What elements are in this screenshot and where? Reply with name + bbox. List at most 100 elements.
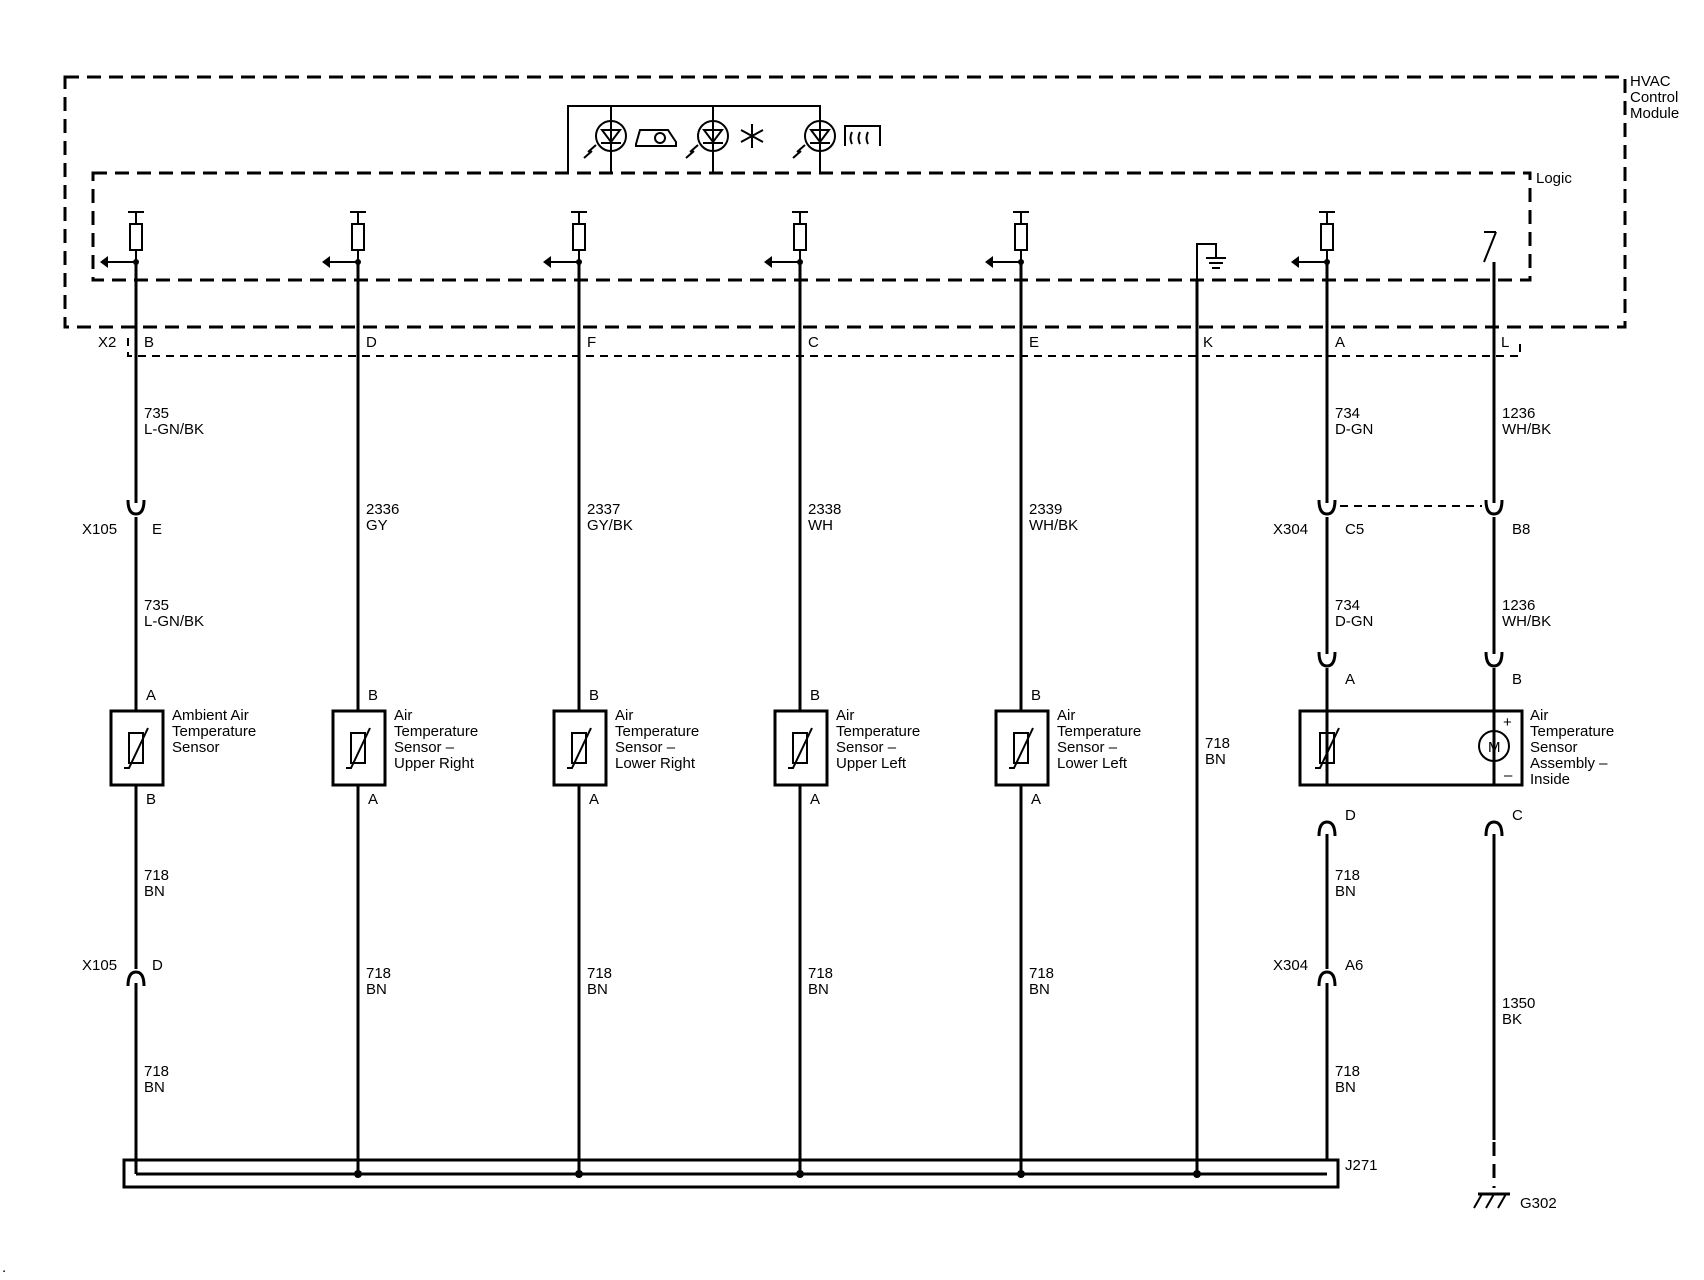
wire-718-lr-num: 718 (587, 965, 612, 982)
ll-sensor-label-4: Lower Left (1057, 755, 1128, 772)
hvac-module-title-line-2: Control (1630, 89, 1678, 106)
ambient-air-temperature-sensor: A B Ambient Air Temperature Sensor (109, 687, 256, 808)
ur-sensor-label-3: Sensor – (394, 739, 455, 756)
lr-sensor-label-1: Air (615, 707, 633, 724)
wire-735-num-upper: 735 (144, 405, 169, 422)
pin-b-label: B (144, 334, 154, 351)
lr-sensor-label-4: Lower Right (615, 755, 696, 772)
ul-sensor-label-1: Air (836, 707, 854, 724)
pullup-d (322, 211, 366, 268)
motor-m-label: M (1488, 739, 1501, 756)
pin-a-label: A (1335, 334, 1345, 351)
x2-connector-strip (127, 338, 1521, 357)
lower-left-temperature-sensor: B A Air Temperature Sensor – Lower Left (994, 687, 1141, 808)
wire-718-ll-color: BN (1029, 981, 1050, 998)
ll-sensor-label-2: Temperature (1057, 723, 1141, 740)
wires (134, 262, 1496, 1188)
wire-718-ll-num: 718 (1029, 965, 1054, 982)
hvac-module-outline (63, 75, 1627, 329)
ground-label: G302 (1520, 1195, 1557, 1212)
wire-718-k-color: BN (1205, 751, 1226, 768)
wire-718-inside-num-2: 718 (1335, 1063, 1360, 1080)
ll-sensor-label-1: Air (1057, 707, 1075, 724)
inside-assembly-label-4: Assembly – (1530, 755, 1608, 772)
ur-sensor-label-1: Air (394, 707, 412, 724)
wire-718-ul-color: BN (808, 981, 829, 998)
recirculation-indicator-icon (635, 129, 677, 147)
pin-l-label: L (1501, 334, 1509, 351)
wire-1350-num: 1350 (1502, 995, 1535, 1012)
x304-lower-name: X304 (1273, 957, 1308, 974)
ur-sensor-top-pin: B (368, 687, 378, 704)
wire-1236-color-upper: WH/BK (1502, 421, 1551, 438)
inside-bottom-pin-c: C (1512, 807, 1523, 824)
ul-sensor-label-2: Temperature (836, 723, 920, 740)
ground-g302: G302 (1473, 1192, 1557, 1212)
x105-upper-pin: E (152, 521, 162, 538)
ambient-sensor-label-1: Ambient Air (172, 707, 249, 724)
lr-sensor-label-3: Sensor – (615, 739, 676, 756)
inside-assembly-label-3: Sensor (1530, 739, 1578, 756)
wire-718-ul-num: 718 (808, 965, 833, 982)
ur-sensor-bottom-pin: A (368, 791, 378, 808)
wire-718-ambient-color-2: BN (144, 1079, 165, 1096)
logic-box-outline (91, 171, 1532, 282)
wire-718-ambient-num-2: 718 (144, 1063, 169, 1080)
wire-718-lr-color: BN (587, 981, 608, 998)
motor-plus: + (1503, 714, 1512, 731)
ul-sensor-label-4: Upper Left (836, 755, 907, 772)
wire-734-num-mid: 734 (1335, 597, 1360, 614)
pullup-b (100, 211, 144, 268)
lower-right-temperature-sensor: B A Air Temperature Sensor – Lower Right (552, 687, 699, 808)
ambient-sensor-bottom-pin: B (146, 791, 156, 808)
pin-k-label: K (1203, 334, 1213, 351)
wire-1236-color-mid: WH/BK (1502, 613, 1551, 630)
wire-735-color-upper: L-GN/BK (144, 421, 204, 438)
wire-2337-num: 2337 (587, 501, 620, 518)
wire-2339-color: WH/BK (1029, 517, 1078, 534)
inside-air-temperature-sensor-assembly: A B M + – D C Air Temperature Sensor Ass… (1298, 671, 1614, 824)
wire-735-num-mid: 735 (144, 597, 169, 614)
ul-sensor-bottom-pin: A (810, 791, 820, 808)
ll-sensor-bottom-pin: A (1031, 791, 1041, 808)
inline-connectors (126, 499, 1504, 987)
logic-label: Logic (1536, 170, 1572, 187)
wire-2338-num: 2338 (808, 501, 841, 518)
wire-718-ambient-color-1: BN (144, 883, 165, 900)
x2-connector-label: X2 (98, 334, 116, 351)
logic-pullups (100, 211, 1497, 280)
upper-left-temperature-sensor: B A Air Temperature Sensor – Upper Left (773, 687, 920, 808)
wire-1350-color: BK (1502, 1011, 1522, 1028)
indicator-bus (567, 105, 821, 173)
hvac-module-title-line-1: HVAC (1630, 73, 1671, 90)
ambient-sensor-top-pin: A (146, 687, 156, 704)
inside-assembly-label-2: Temperature (1530, 723, 1614, 740)
wire-734-color-upper: D-GN (1335, 421, 1373, 438)
logic-switch-l (1483, 231, 1497, 263)
motor-minus: – (1504, 767, 1513, 784)
pullup-e (985, 211, 1029, 268)
wire-718-ur-num: 718 (366, 965, 391, 982)
inside-assembly-label-5: Inside (1530, 771, 1570, 788)
ambient-sensor-label-2: Temperature (172, 723, 256, 740)
ul-sensor-top-pin: B (810, 687, 820, 704)
pin-f-label: F (587, 334, 596, 351)
wire-718-ambient-num-1: 718 (144, 867, 169, 884)
logic-ground-k (1196, 243, 1226, 280)
ul-sensor-label-3: Sensor – (836, 739, 897, 756)
ll-sensor-top-pin: B (1031, 687, 1041, 704)
inside-assembly-label-1: Air (1530, 707, 1548, 724)
x304-upper-pin: C5 (1345, 521, 1364, 538)
wire-2339-num: 2339 (1029, 501, 1062, 518)
b8-pin: B8 (1512, 521, 1530, 538)
ac-snowflake-indicator-icon (740, 124, 764, 148)
pullup-c (764, 211, 808, 268)
wire-718-inside-color-2: BN (1335, 1079, 1356, 1096)
lr-sensor-label-2: Temperature (615, 723, 699, 740)
ur-sensor-label-2: Temperature (394, 723, 478, 740)
wire-1236-num-upper: 1236 (1502, 405, 1535, 422)
inside-bottom-pin-d: D (1345, 807, 1356, 824)
x304-upper-name: X304 (1273, 521, 1308, 538)
ur-sensor-label-4: Upper Right (394, 755, 475, 772)
